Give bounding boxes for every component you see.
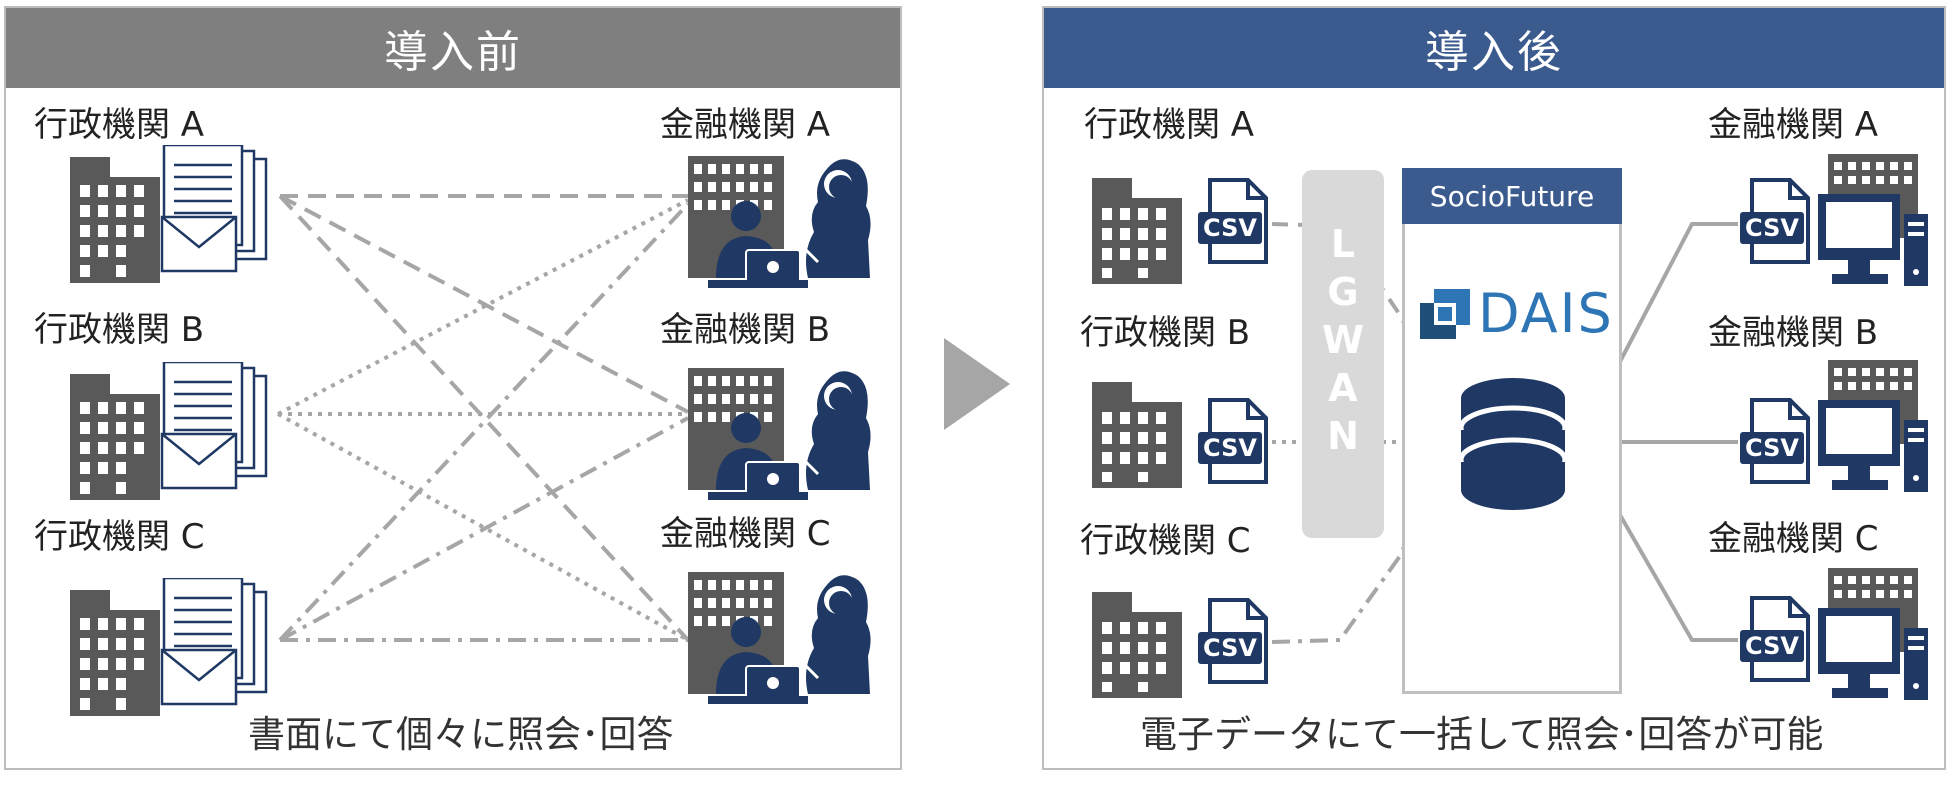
bank-computer-icon	[1818, 154, 1928, 286]
sociofuture-header-label: SocioFuture	[1429, 179, 1595, 213]
csv-label: CSV	[1203, 434, 1257, 462]
csv-label: CSV	[1203, 214, 1257, 242]
csv-file-icon: CSV	[1196, 598, 1272, 684]
lgwan-bar	[1302, 170, 1384, 538]
dais-logo-icon	[1420, 288, 1470, 339]
lgwan-letter: W	[1322, 318, 1364, 362]
lgwan-letter: G	[1327, 270, 1359, 314]
before-gov-label-c: 行政機関 C	[34, 517, 205, 557]
dais-label: DAIS	[1478, 282, 1614, 345]
government-building-icon	[1092, 178, 1182, 284]
csv-label: CSV	[1745, 632, 1799, 660]
line-c-a	[278, 202, 690, 642]
bank-staff-icon	[688, 156, 871, 288]
after-caption: 電子データにて一括して照会･回答が可能	[1140, 713, 1824, 756]
before-header: 導入前	[6, 8, 900, 88]
after-gov-label-c: 行政機関 C	[1080, 521, 1251, 561]
line-c-b	[279, 416, 689, 642]
before-header-title: 導入前	[384, 27, 522, 78]
csv-label: CSV	[1745, 434, 1799, 462]
after-bank-label-a: 金融機関 A	[1708, 105, 1879, 145]
before-caption: 書面にて個々に照会･回答	[248, 713, 674, 756]
csv-file-icon: CSV	[1196, 398, 1272, 484]
government-building-icon	[1092, 592, 1182, 698]
building-docs-icon	[70, 362, 268, 500]
lgwan-letter: A	[1328, 366, 1358, 410]
csv-file-icon: CSV	[1738, 178, 1814, 264]
after-gov-label-b: 行政機関 B	[1080, 313, 1251, 353]
bank-staff-icon	[688, 368, 871, 500]
building-docs-icon	[70, 578, 268, 716]
dais-logo: DAIS	[1420, 282, 1614, 345]
csv-label: CSV	[1745, 214, 1799, 242]
government-building-icon	[1092, 382, 1182, 488]
after-bank-label-b: 金融機関 B	[1708, 313, 1879, 353]
csv-file-icon: CSV	[1738, 596, 1814, 682]
line-a-b	[279, 194, 689, 414]
lgwan-letters: L G W A N	[1302, 220, 1384, 460]
line-b-a	[277, 198, 689, 416]
lgwan-letter: L	[1330, 222, 1356, 266]
before-bank-label-c: 金融機関 C	[660, 514, 831, 554]
before-bank-label-a: 金融機関 A	[660, 105, 831, 145]
line-b-c	[277, 412, 689, 642]
lgwan-letter: N	[1327, 414, 1359, 458]
bank-computer-icon	[1818, 568, 1928, 700]
csv-file-icon: CSV	[1196, 178, 1272, 264]
after-bank-label-c: 金融機関 C	[1708, 519, 1879, 559]
database-icon	[1458, 378, 1568, 510]
after-gov-label-a: 行政機関 A	[1084, 105, 1255, 145]
bank-computer-icon	[1818, 360, 1928, 492]
before-bank-label-b: 金融機関 B	[660, 310, 831, 350]
building-docs-icon	[70, 145, 268, 283]
sociofuture-header: SocioFuture	[1402, 168, 1622, 224]
after-header: 導入後	[1044, 8, 1944, 88]
before-gov-label-b: 行政機関 B	[34, 310, 205, 350]
csv-label: CSV	[1203, 634, 1257, 662]
transition-arrow-icon	[944, 338, 1010, 430]
before-gov-label-a: 行政機関 A	[34, 105, 205, 145]
line-a-c	[278, 194, 690, 642]
after-header-title: 導入後	[1425, 27, 1563, 78]
bank-staff-icon	[688, 572, 871, 704]
csv-file-icon: CSV	[1738, 398, 1814, 484]
